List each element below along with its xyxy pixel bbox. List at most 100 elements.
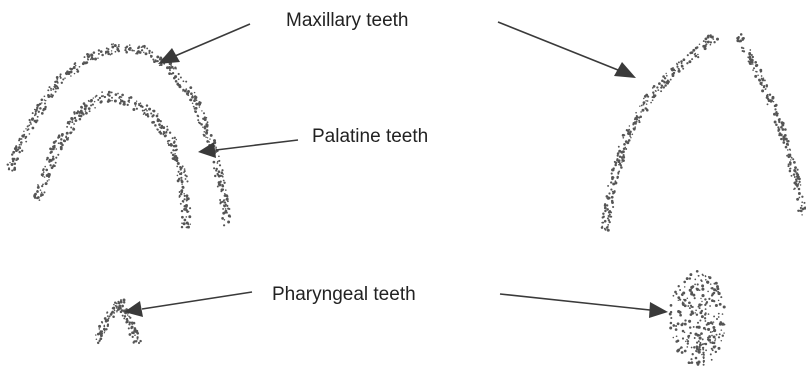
- tooth-dot: [697, 56, 699, 58]
- tooth-dot: [138, 342, 140, 344]
- tooth-dot: [55, 91, 57, 93]
- tooth-dot: [44, 191, 46, 193]
- tooth-dot: [159, 131, 161, 133]
- tooth-dot: [179, 191, 181, 193]
- tooth-dot: [172, 149, 174, 151]
- tooth-dot: [699, 343, 702, 346]
- tooth-dot: [684, 350, 687, 353]
- tooth-dot: [606, 208, 609, 211]
- tooth-dot: [687, 297, 689, 299]
- tooth-dot: [60, 77, 62, 79]
- tooth-dot: [613, 177, 615, 179]
- tooth-dot: [222, 212, 225, 215]
- tooth-dot: [41, 185, 43, 187]
- tooth-dot: [194, 110, 197, 113]
- tooth-dot: [97, 342, 99, 344]
- tooth-dot: [123, 301, 125, 303]
- tooth-dot: [775, 123, 778, 126]
- tooth-dot: [793, 169, 796, 172]
- tooth-dot: [27, 125, 29, 127]
- tooth-dot: [789, 168, 791, 170]
- tooth-dot: [81, 106, 83, 108]
- tooth-dot: [148, 52, 150, 54]
- tooth-dot: [74, 62, 76, 64]
- tooth-dot: [146, 47, 148, 49]
- tooth-dot: [180, 172, 182, 174]
- tooth-dot: [761, 84, 763, 86]
- tooth-dot: [139, 51, 142, 54]
- tooth-dot: [143, 52, 144, 53]
- tooth-dot: [176, 165, 178, 167]
- tooth-dot: [116, 302, 118, 304]
- tooth-dot: [111, 53, 113, 55]
- tooth-dot: [801, 205, 803, 207]
- tooth-dot: [106, 311, 108, 313]
- tooth-dot: [123, 299, 126, 302]
- tooth-dot: [665, 73, 666, 74]
- tooth-dot: [667, 80, 669, 82]
- tooth-dot: [136, 330, 139, 333]
- tooth-dot: [46, 175, 48, 177]
- tooth-dot: [693, 326, 695, 328]
- tooth-dot: [176, 83, 178, 85]
- tooth-dot: [622, 134, 625, 137]
- tooth-dot: [712, 35, 714, 37]
- tooth-dot: [655, 90, 657, 92]
- tooth-dot: [682, 301, 684, 303]
- tooth-dot: [679, 314, 682, 317]
- tooth-dot: [796, 198, 799, 201]
- tooth-dot: [125, 318, 127, 320]
- tooth-dot: [224, 193, 226, 195]
- tooth-dot: [738, 36, 740, 38]
- tooth-dot: [696, 288, 699, 291]
- tooth-dot: [750, 63, 752, 65]
- tooth-dot: [119, 307, 122, 310]
- tooth-dot: [105, 319, 107, 321]
- tooth-dot: [160, 63, 163, 66]
- tooth-dot: [85, 112, 88, 115]
- tooth-dot: [713, 38, 715, 40]
- tooth-dot: [66, 132, 69, 135]
- tooth-dot: [222, 173, 223, 174]
- tooth-dot: [223, 224, 225, 226]
- tooth-dot: [170, 152, 172, 154]
- tooth-dot: [718, 316, 720, 318]
- tooth-dot: [653, 95, 656, 98]
- tooth-dot: [699, 319, 701, 321]
- tooth-dot: [707, 328, 710, 331]
- tooth-dot: [18, 151, 20, 153]
- tooth-dot: [98, 53, 100, 55]
- tooth-dot: [180, 77, 182, 79]
- tooth-dot: [183, 205, 185, 207]
- tooth-dot: [57, 154, 59, 156]
- tooth-dot: [141, 46, 143, 48]
- tooth-dot: [101, 54, 104, 57]
- tooth-dot: [38, 104, 40, 106]
- tooth-dot: [686, 346, 688, 348]
- tooth-dot: [160, 127, 162, 129]
- tooth-dot: [700, 298, 701, 299]
- tooth-dot: [618, 159, 620, 161]
- tooth-dot: [614, 164, 617, 167]
- tooth-dot: [42, 169, 44, 171]
- tooth-dot: [183, 193, 185, 195]
- tooth-dot: [183, 208, 186, 211]
- tooth-dot: [101, 330, 104, 333]
- tooth-dot: [779, 118, 781, 120]
- tooth-dot: [101, 95, 103, 97]
- tooth-dot: [187, 222, 189, 224]
- tooth-dot: [105, 328, 107, 330]
- tooth-dot: [635, 123, 637, 125]
- tooth-dot: [172, 72, 174, 74]
- tooth-dot: [121, 94, 124, 97]
- tooth-dot: [75, 65, 76, 66]
- tooth-dot: [39, 199, 41, 201]
- tooth-dot: [633, 128, 636, 131]
- tooth-dot: [691, 58, 693, 60]
- tooth-dot: [175, 68, 177, 70]
- tooth-dot: [707, 36, 710, 39]
- tooth-dot: [120, 299, 122, 301]
- tooth-dot: [20, 141, 23, 144]
- tooth-dot: [710, 331, 712, 333]
- tooth-dot: [629, 135, 631, 137]
